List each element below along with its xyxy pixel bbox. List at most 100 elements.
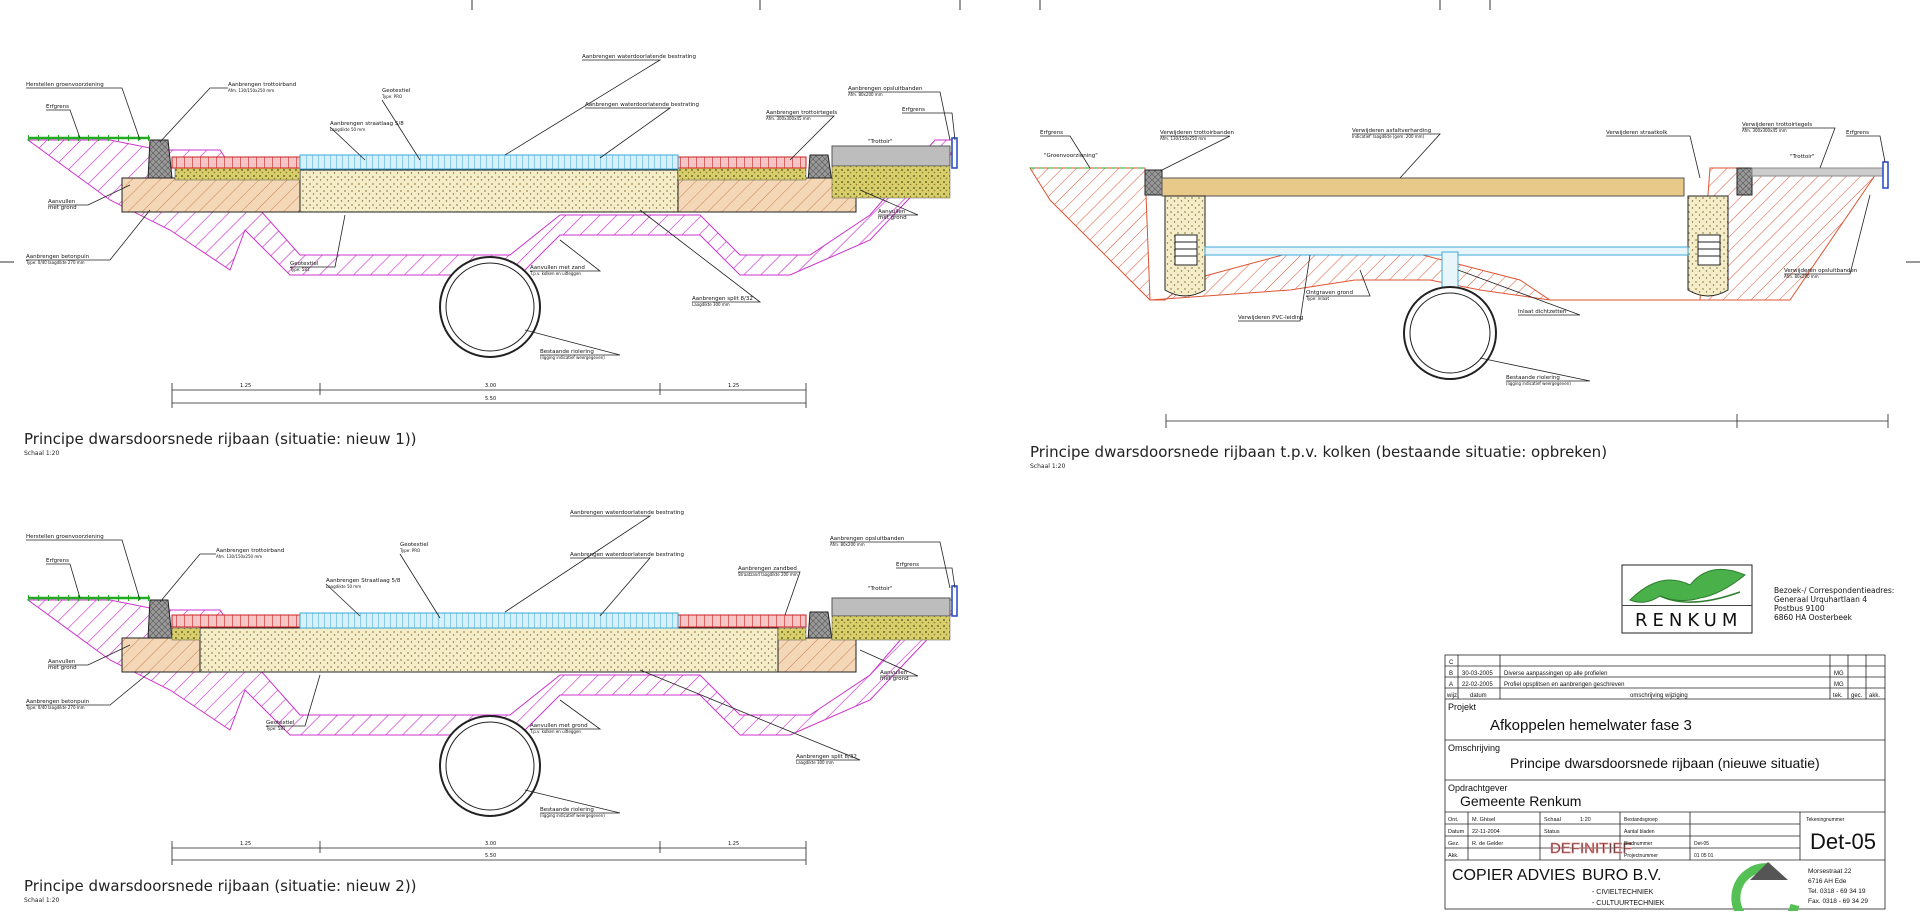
label: Aanbrengen split 8/32 [692, 296, 753, 302]
status-badge: DEFINITIEF [1550, 840, 1632, 857]
service-line: - CULTUURTECHNIEK [1592, 900, 1665, 907]
label: Type: 0/40 laagdikte 270 mm [25, 705, 85, 710]
label: Afm. 80x200 mm [1784, 274, 1819, 279]
label: met grond [48, 665, 77, 671]
info-value: R. de Gelder [1472, 841, 1503, 847]
frame-ticks [0, 0, 1920, 263]
rev-header: omschrijving wijziging [1630, 693, 1688, 699]
company-name: COPIER ADVIES [1452, 867, 1576, 884]
rev-by: MG [1834, 671, 1844, 677]
label: Type: inlaat [1305, 296, 1329, 301]
label: Herstellen groenvoorziening [26, 82, 104, 88]
foundation-left [121, 177, 301, 213]
label: T.p.v. kolken en uitleggen [529, 271, 581, 276]
label: Erfgrens [46, 558, 69, 564]
client-name: Gemeente Renkum [1460, 793, 1581, 809]
drawing-scale: Schaal 1:20 [24, 450, 59, 457]
label: Erfgrens [1040, 130, 1063, 136]
label: T.p.v. kolken en uitleggen [529, 729, 581, 734]
rev-desc: Profiel opsplitsen en aanbrengen geschre… [1504, 682, 1624, 688]
drawing-caption: Principe dwarsdoorsnede rijbaan t.p.v. k… [1030, 443, 1607, 461]
label: Verwijderen asfaltverharding [1352, 128, 1431, 134]
label: Verwijderen trottoirbanden [1160, 130, 1235, 136]
sidewalk [831, 145, 951, 167]
dimension-label: 1.25 [728, 841, 739, 847]
label: Geotextiel [400, 542, 429, 548]
section-new-1: Herstellen groenvoorziening Erfgrens Aan… [24, 54, 958, 457]
dimension-label: 1.25 [240, 383, 251, 389]
label: Aanbrengen trottoirtegels [766, 110, 837, 116]
label: Aanvullen [48, 199, 76, 205]
address-line: 6860 HA Oosterbeek [1774, 613, 1853, 622]
title-block [1444, 654, 1886, 910]
company-address: Morsestraat 22 [1808, 868, 1852, 875]
field-label: Schaal [1544, 817, 1561, 823]
rev-date: 30-03-2005 [1462, 671, 1493, 677]
label: Erfgrens [1846, 130, 1869, 136]
label: Bestaande riolering [1506, 375, 1560, 381]
label: Aanbrengen waterdoorlatende bestrating [585, 102, 699, 108]
label: Straatzand laagdikte 200 mm [738, 572, 798, 577]
label: Laagdikte 300 mm [796, 760, 834, 765]
service-line: - CIVIELTECHNIEK [1592, 889, 1654, 896]
meta-key: Bestandsgroep [1624, 817, 1658, 823]
paving-red-right [677, 156, 807, 169]
split-layer [299, 169, 679, 213]
logo-name: RENKUM [1635, 610, 1742, 631]
drawing-number: Det-05 [1810, 829, 1876, 854]
rev-header: tek. [1833, 693, 1843, 699]
label: Laagdikte 50 mm [330, 127, 365, 132]
split-layer [199, 627, 779, 673]
drawing-caption: Principe dwarsdoorsnede rijbaan (situati… [24, 430, 417, 448]
label: Aanbrengen Straatlaag 5/8 [326, 578, 401, 584]
label: Inlaat dichtzetten [1518, 309, 1567, 315]
label: "Trottoir" [868, 139, 893, 145]
rev-id: C [1449, 660, 1454, 666]
label: Aanbrengen betonpuin [26, 254, 90, 260]
field-label: Status [1544, 829, 1560, 835]
label: "Trottoir" [868, 586, 893, 592]
label: Type: 581 [265, 726, 286, 731]
label: Type: PRO [381, 94, 402, 99]
renkum-logo: RENKUM Bezoek-/ Correspondentieadres: Ge… [1621, 564, 1894, 634]
label: Verwijderen PVC-leiding [1238, 315, 1304, 321]
rev-by: MG [1834, 682, 1844, 688]
label: Herstellen groenvoorziening [26, 534, 104, 540]
label: Aanbrengen split 8/32 [796, 754, 857, 760]
label: Afm. 80x200 mm [830, 542, 865, 547]
label: Type: 0/40 laagdikte 270 mm [25, 260, 85, 265]
label: (ligging indicatief weergegeven) [540, 355, 605, 360]
label: "Groenvoorziening" [1044, 153, 1098, 159]
label: Verwijderen opsluitbanden [1784, 268, 1858, 274]
rev-date: 22-02-2005 [1462, 682, 1493, 688]
label: Laagdikte 300 mm [692, 302, 730, 307]
label: Afm. 300x300x45 mm [1742, 128, 1787, 133]
gully-right [1687, 195, 1729, 297]
label: Indicatief: laagdikte (gem. 200 mm) [1352, 134, 1425, 139]
label: Aanbrengen opsluitbanden [848, 86, 923, 92]
label: Bestaande riolering [540, 349, 594, 355]
rev-id: A [1449, 682, 1453, 688]
label: Aanvullen [48, 659, 76, 665]
label: Afm. 130/150x250 mm [228, 88, 274, 93]
rev-header: datum [1470, 693, 1487, 699]
label: Afm. 130/150x250 mm [1160, 136, 1206, 141]
company-address: 6716 AH Ede [1808, 878, 1847, 885]
label: Type: 581 [289, 267, 310, 272]
info-key: Ont. [1448, 817, 1459, 823]
label: "Trottoir" [1790, 154, 1815, 160]
label: Aanbrengen zandbed [738, 566, 797, 572]
label: Afm. 300x300x45 mm [766, 116, 811, 121]
label: Aanvullen [878, 209, 906, 215]
rev-id: B [1449, 671, 1453, 677]
meta-value: Det-05 [1694, 841, 1709, 847]
label: Afm. 130/150x250 mm [216, 554, 262, 559]
meta-key: Projectnummer [1624, 853, 1658, 859]
label: Aanbrengen straatlaag 5/8 [330, 121, 404, 127]
rev-header: wijz. [1446, 693, 1459, 699]
label: Aanbrengen trottoirband [228, 82, 296, 88]
label: Aanvullen [880, 670, 908, 676]
meta-key: Bladnummer [1624, 841, 1653, 847]
